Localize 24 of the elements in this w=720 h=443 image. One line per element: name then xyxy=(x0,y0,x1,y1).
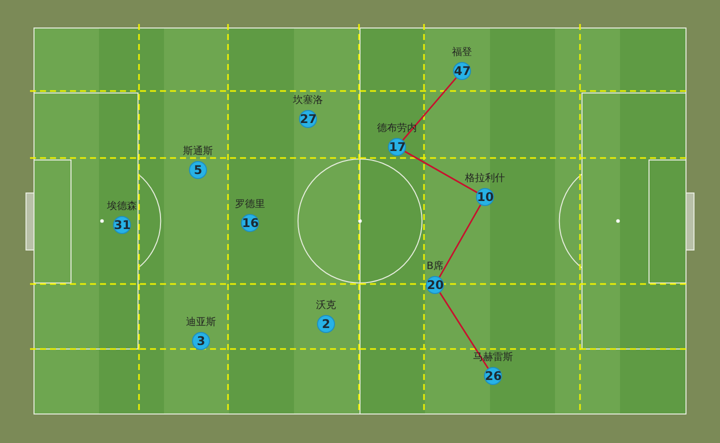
shirt-number: 20 xyxy=(427,277,443,293)
connector-line xyxy=(402,77,457,141)
shirt-number: 47 xyxy=(454,63,470,79)
player-name: 埃德森 xyxy=(107,200,137,213)
shirt-number: 5 xyxy=(192,162,204,178)
player-name: 迪亚斯 xyxy=(186,316,216,329)
shirt-number: 10 xyxy=(477,189,493,205)
shirt-number: 27 xyxy=(300,111,316,127)
player-name: 罗德里 xyxy=(235,198,265,211)
player-name: 坎塞洛 xyxy=(293,94,323,107)
shirt-number: 26 xyxy=(485,368,501,384)
connector-line xyxy=(439,292,489,369)
connector-line xyxy=(438,204,482,278)
shirt-number: 16 xyxy=(242,215,258,231)
connector-line xyxy=(404,150,478,194)
player-name: 福登 xyxy=(452,46,472,59)
shirt-number: 31 xyxy=(114,217,130,233)
player-name: B席 xyxy=(426,260,444,273)
player-name: 沃克 xyxy=(316,298,336,312)
shirt-number: 17 xyxy=(389,139,405,155)
player-name: 格拉利什 xyxy=(465,172,505,185)
shirt-number: 3 xyxy=(196,333,206,349)
player-name: 斯通斯 xyxy=(183,144,213,158)
shirt-number: 2 xyxy=(320,316,332,332)
